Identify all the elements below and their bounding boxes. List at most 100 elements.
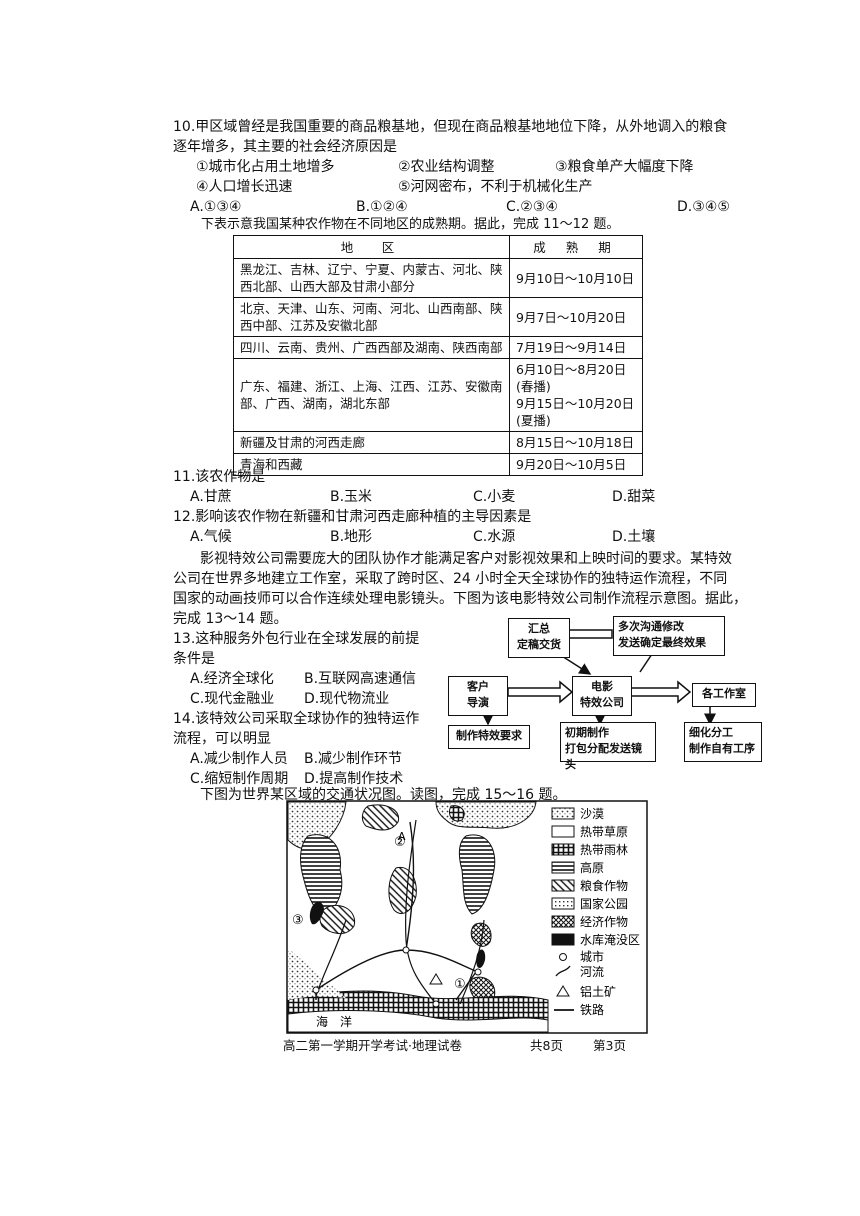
table-cell-region: 广东、福建、浙江、上海、江西、江苏、安徽南部、广西、湖南，湖北东部	[233, 358, 510, 432]
q12-choice-b: B.地形	[330, 529, 373, 545]
q10-option-5: ⑤河网密布，不利于机械化生产	[398, 179, 593, 195]
legend-label: 热带草原	[580, 825, 628, 839]
table-header-region: 地 区	[233, 235, 510, 259]
q12-stem: 12.影响该农作物在新疆和甘肃河西走廊种植的主导因素是	[173, 509, 532, 525]
flow-detail-line2: 制作自有工序	[689, 742, 755, 755]
flow-detail-box: 细化分工 制作自有工序	[684, 722, 762, 762]
legend-label: 高原	[580, 860, 604, 875]
legend-label: 城市	[580, 949, 604, 964]
legend-swatches	[551, 807, 575, 1011]
bauxite-triangle-icon	[556, 985, 570, 997]
table-row: 青海和西藏 9月20日～10月5日	[233, 453, 643, 476]
flow-communication-line1: 多次沟通修改	[618, 620, 684, 633]
river-east	[459, 919, 485, 1005]
railway-line-north	[405, 821, 415, 951]
rainforest-patch	[448, 805, 465, 822]
flow-communication-box: 多次沟通修改 发送确定最终效果	[613, 616, 725, 656]
q11-stem: 11.该农作物是	[173, 469, 266, 485]
q13-stem-line1: 13.这种服务外包行业在全球发展的前提	[173, 631, 420, 647]
flow-communication-line2: 发送确定最终效果	[618, 636, 706, 649]
table-row: 北京、天津、山东、河南、河北、山西南部、陕西中部、江苏及安徽北部 9月7日～10…	[233, 297, 643, 337]
table-intro: 下表示意我国某种农作物在不同地区的成熟期。据此，完成 11～12 题。	[201, 217, 620, 232]
q10-option-4: ④人口增长迅速	[196, 179, 293, 195]
legend-label: 经济作物	[580, 914, 628, 929]
q10-option-1: ①城市化占用土地增多	[196, 159, 335, 175]
flow-initial-line1: 初期制作	[565, 726, 609, 739]
footer-total-pages: 共8页	[530, 1038, 563, 1053]
flow-summary-line2: 定稿交货	[517, 638, 561, 651]
table-cell-region: 黑龙江、吉林、辽宁、宁夏、内蒙古、河北、陕西北部、山西大部及甘肃小部分	[233, 258, 510, 298]
q14-choice-c: C.缩短制作周期	[190, 771, 289, 787]
q14-choice-a: A.减少制作人员	[190, 751, 288, 767]
flow-client-line2: 导演	[467, 696, 489, 709]
flow-requirements-box: 制作特效要求	[448, 725, 530, 749]
q11-choice-c: C.小麦	[473, 489, 516, 505]
q10-choice-d: D.③④⑤	[677, 199, 730, 215]
plateau-east	[458, 834, 496, 915]
q10-choice-a: A.①③④	[190, 199, 242, 215]
food-crop-swatch	[551, 879, 575, 892]
maturity-table: 地 区 成 熟 期 黑龙江、吉林、辽宁、宁夏、内蒙古、河北、陕西北部、山西大部及…	[233, 235, 643, 476]
table-cell-period: 9月20日～10月5日	[509, 453, 643, 476]
q13-choice-a: A.经济全球化	[190, 671, 274, 687]
city-marker	[402, 946, 410, 954]
table-cell-period-spring: 6月10日～8月20日(春播)	[516, 362, 627, 394]
food-crop-area	[361, 804, 400, 831]
table-row: 新疆及甘肃的河西走廊 8月15日～10月18日	[233, 431, 643, 454]
river-main	[405, 819, 437, 1005]
flow-studios-box: 各工作室	[692, 683, 756, 707]
map-label-ocean: 海 洋	[316, 1014, 352, 1029]
reservoir-swatch	[551, 933, 575, 946]
q10-stem-line1: 10.甲区域曾经是我国重要的商品粮基地，但现在商品粮基地地位下降，从外地调入的粮…	[173, 119, 728, 135]
table-cell-region: 青海和西藏	[233, 453, 510, 476]
table-cell-period: 9月7日～10月20日	[509, 297, 643, 337]
city-marker	[312, 986, 320, 994]
flow-company-line1: 电影	[591, 680, 613, 693]
transport-map: A ① ② ③ 海 洋 沙漠 热带草原 热带雨林 高原 粮食作物 国家公园 经济…	[286, 800, 648, 1034]
flow-client-box: 客户 导演	[448, 676, 508, 716]
flow-summary-box: 汇总 定稿交货	[508, 618, 570, 658]
q13-choice-d: D.现代物流业	[304, 691, 390, 707]
q13-choice-b: B.互联网高速通信	[304, 671, 417, 687]
flow-initial-line2: 打包分配发送镜头	[565, 742, 642, 771]
q11-choice-d: D.甜菜	[612, 489, 656, 505]
q10-option-2: ②农业结构调整	[398, 159, 495, 175]
q11-choice-b: B.玉米	[330, 489, 373, 505]
table-cell-region: 北京、天津、山东、河南、河北、山西南部、陕西中部、江苏及安徽北部	[233, 297, 510, 337]
flow-initial-box: 初期制作 打包分配发送镜头	[560, 722, 656, 771]
bauxite-marker	[429, 973, 443, 985]
flow-company-box: 电影 特效公司	[572, 676, 632, 716]
q10-stem-line2: 逐年增多，其主要的社会经济原因是	[173, 139, 397, 155]
map-intro: 下图为世界某区域的交通状况图。读图，完成 15～16 题。	[200, 787, 567, 803]
rainforest-swatch	[551, 843, 575, 856]
table-row: 黑龙江、吉林、辽宁、宁夏、内蒙古、河北、陕西北部、山西大部及甘肃小部分 9月10…	[233, 258, 643, 298]
desert-swatch	[551, 807, 575, 820]
map-label-a: A	[398, 830, 406, 843]
river-line-icon	[555, 965, 571, 977]
q12-choice-c: C.水源	[473, 529, 516, 545]
q13-choice-c: C.现代金融业	[190, 691, 275, 707]
q12-choice-a: A.气候	[190, 529, 232, 545]
map-marker-2: ②	[394, 835, 406, 850]
cash-crop-swatch	[551, 915, 575, 928]
legend-label: 铝土矿	[580, 984, 616, 999]
q14-choice-d: D.提高制作技术	[304, 771, 404, 787]
ocean-area	[287, 1010, 549, 1033]
table-cell-region: 新疆及甘肃的河西走廊	[233, 431, 510, 454]
table-row: 四川、云南、贵州、广西西部及湖南、陕西南部 7月19日～9月14日	[233, 336, 643, 359]
food-crop-area-center	[388, 866, 417, 914]
flow-client-line1: 客户	[467, 680, 489, 693]
flow-summary-line1: 汇总	[528, 622, 550, 635]
passage-line1: 影视特效公司需要庞大的团队协作才能满足客户对影视效果和上映时间的要求。某特效	[200, 551, 732, 567]
table-cell-period: 7月19日～9月14日	[509, 336, 643, 359]
q14-stem-line1: 14.该特效公司采取全球协作的独特运作	[173, 711, 420, 727]
table-row: 广东、福建、浙江、上海、江西、江苏、安徽南部、广西、湖南，湖北东部 6月10日～…	[233, 358, 643, 432]
plateau-swatch	[551, 861, 575, 874]
reservoir-west	[309, 902, 324, 925]
legend-label: 热带雨林	[580, 843, 628, 857]
q12-choice-d: D.土壤	[612, 529, 656, 545]
map-marker-3: ③	[292, 913, 304, 928]
legend-label: 河流	[580, 965, 604, 979]
legend-labels: 沙漠 热带草原 热带雨林 高原 粮食作物 国家公园 经济作物 水库淹没区 城市 …	[580, 807, 640, 1017]
q14-choice-b: B.减少制作环节	[304, 751, 403, 767]
